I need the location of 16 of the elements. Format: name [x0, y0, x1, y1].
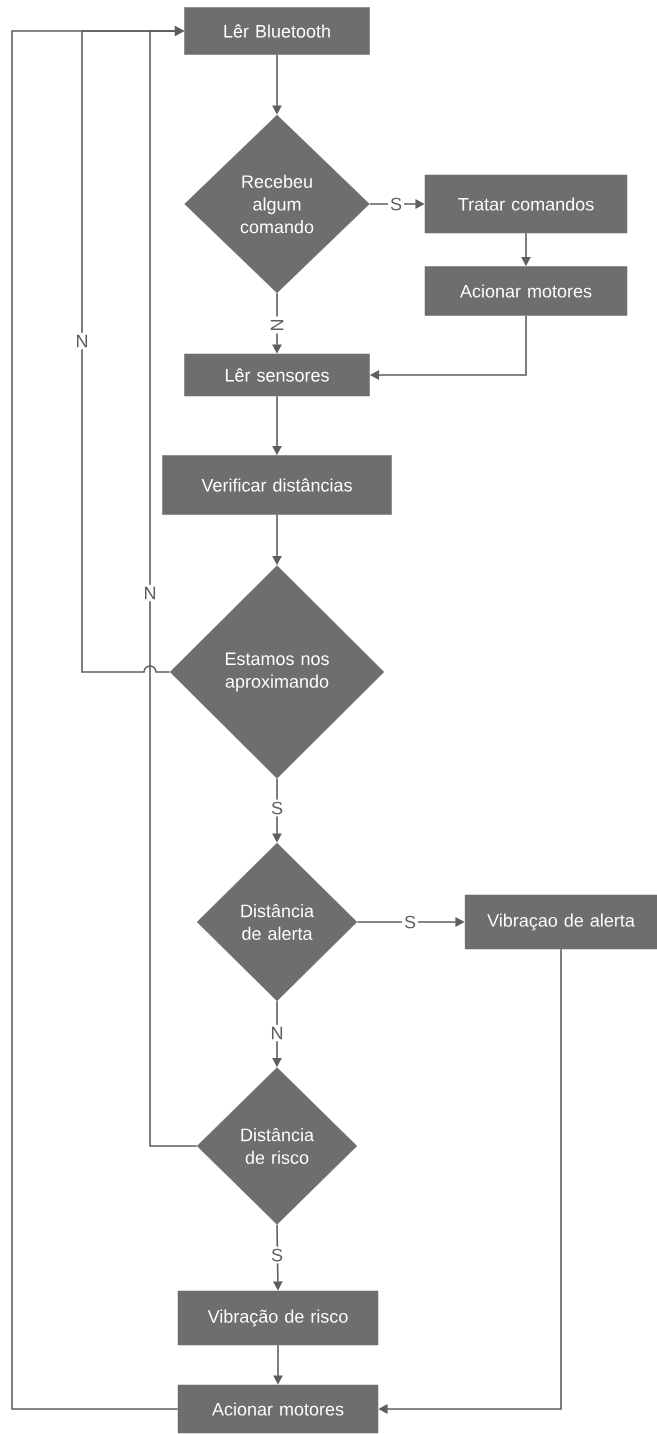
- edge-label: N: [268, 316, 286, 334]
- edge-label: N: [268, 1024, 286, 1042]
- process-box: Lêr sensores: [184, 353, 370, 397]
- process-box: Vibração de risco: [177, 1290, 379, 1346]
- edge-label: S: [269, 1246, 285, 1264]
- edge-label: S: [388, 195, 404, 213]
- edge-label: N: [141, 584, 159, 602]
- process-box: Tratar comandos: [424, 174, 628, 234]
- process-box: Acionar motores: [424, 266, 628, 316]
- process-box: Verificar distâncias: [162, 455, 392, 515]
- process-box: Lêr Bluetooth: [184, 7, 370, 55]
- process-box: Acionar motores: [177, 1384, 379, 1434]
- edge-label: S: [402, 913, 418, 931]
- edge-label: N: [73, 332, 91, 350]
- process-box: Vibraçao de alerta: [464, 894, 657, 950]
- edge-label: S: [269, 799, 285, 817]
